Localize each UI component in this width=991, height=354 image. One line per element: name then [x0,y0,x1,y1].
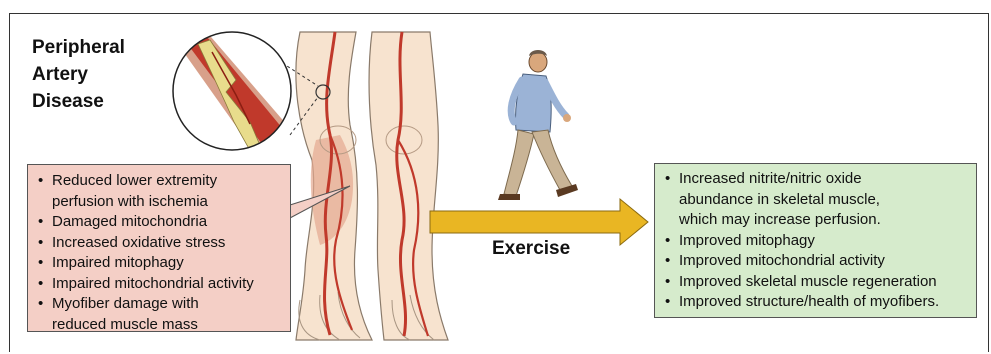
exercise-benefits-box: Increased nitrite/nitric oxide abundance… [654,163,977,318]
walking-person-icon [498,50,578,200]
list-item: Impaired mitochondrial activity [36,274,282,295]
list-item: Improved mitophagy [663,231,968,252]
right-leg [369,32,448,340]
exercise-label: Exercise [492,238,570,260]
list-item: Improved mitochondrial activity [663,251,968,272]
list-item: Improved structure/health of myofibers. [663,292,968,313]
legs-illustration [296,32,448,340]
pad-findings-box: Reduced lower extremity perfusion with i… [27,164,291,332]
list-item: Improved skeletal muscle regeneration [663,272,968,293]
list-item: Reduced lower extremity perfusion with i… [36,171,282,212]
list-item: Increased oxidative stress [36,233,282,254]
list-item: Impaired mitophagy [36,253,282,274]
list-item: Increased nitrite/nitric oxide abundance… [663,169,968,231]
list-item: Damaged mitochondria [36,212,282,233]
list-item: Myofiber damage with reduced muscle mass [36,294,282,335]
artery-closeup [173,30,300,160]
